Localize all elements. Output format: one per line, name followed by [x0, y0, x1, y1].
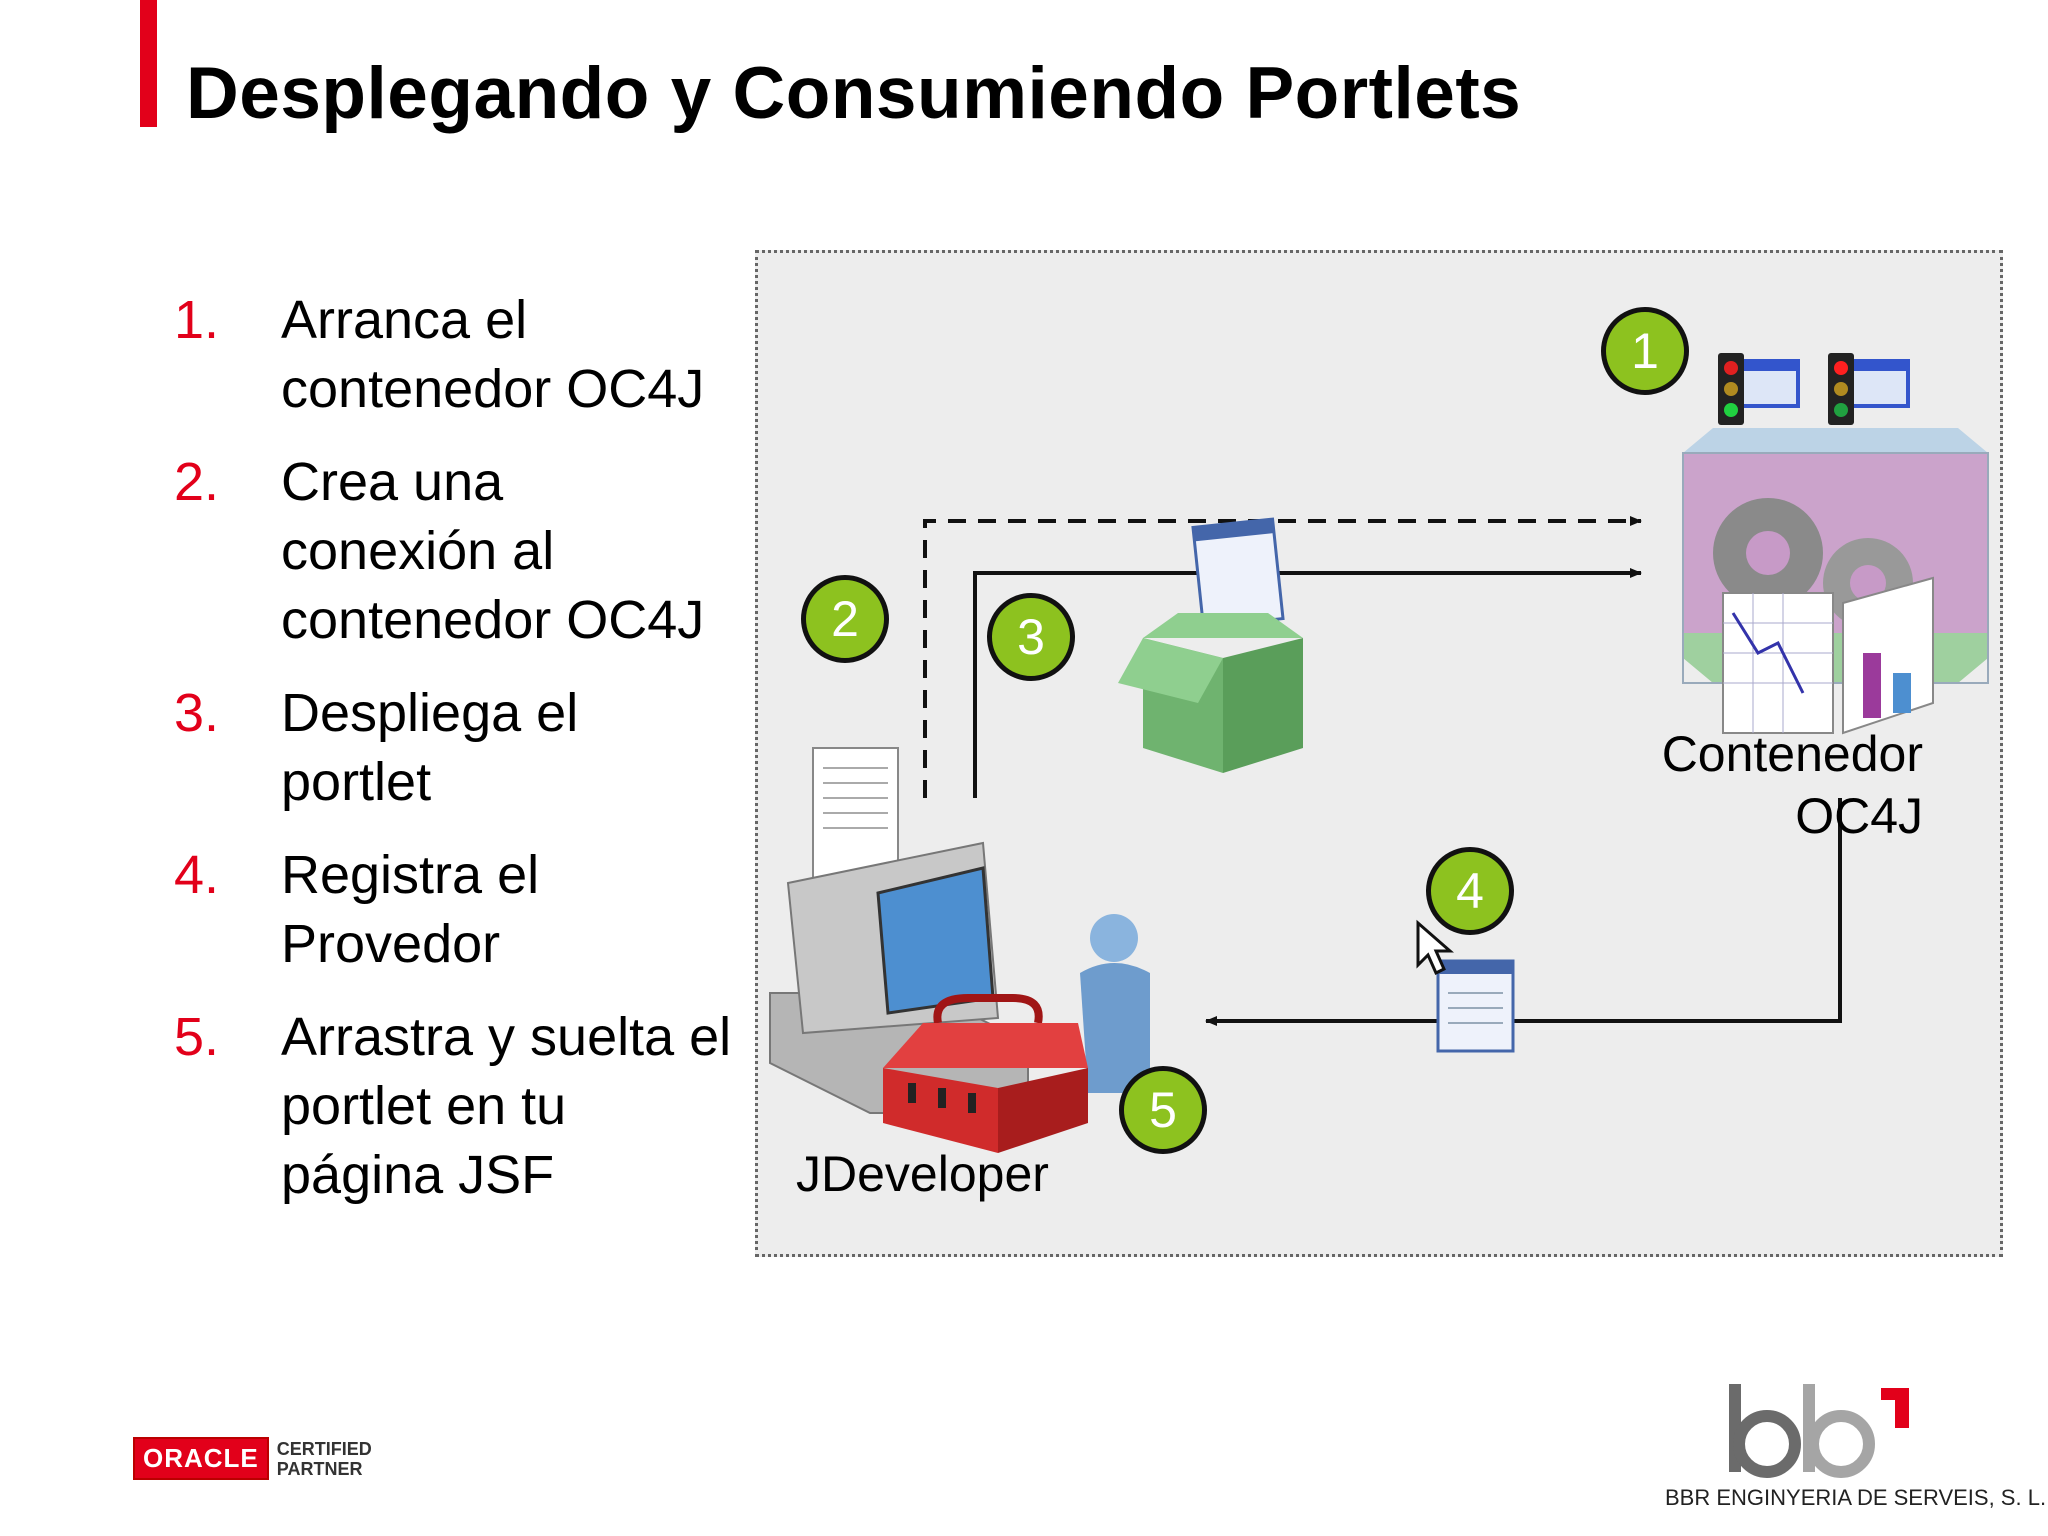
step-badge-5: 5: [1119, 1066, 1207, 1154]
step-number: 4.: [174, 845, 220, 905]
oracle-logo: ORACLE: [133, 1437, 269, 1480]
step-badge-4: 4: [1426, 847, 1514, 935]
step-badge-1: 1: [1601, 307, 1689, 395]
portlet-window-icon: [1436, 959, 1515, 1053]
step-item: 3. Despliega el portlet: [174, 679, 734, 817]
step-number: 5.: [174, 1007, 220, 1067]
step-item: 1. Arranca el contenedor OC4J: [174, 286, 734, 424]
toolbox-icon: [883, 994, 1088, 1153]
step-text: Despliega el portlet: [281, 683, 579, 812]
step-text: Crea una conexión al contenedor OC4J: [281, 452, 705, 650]
step-number: 2.: [174, 452, 220, 512]
step-item: 2. Crea una conexión al contenedor OC4J: [174, 448, 734, 655]
step-item: 4. Registra el Provedor: [174, 841, 734, 979]
title-accent-bar: [140, 0, 157, 127]
person-icon: [1080, 914, 1150, 1093]
register-arrow: [1205, 798, 1842, 1026]
step-number: 3.: [174, 683, 220, 743]
slide-title: Desplegando y Consumiendo Portlets: [186, 53, 1522, 134]
mouse-cursor-icon: [1416, 919, 1454, 976]
steps-list: 1. Arranca el contenedor OC4J 2. Crea un…: [174, 286, 734, 1234]
connection-arrow: [923, 516, 1642, 798]
container-label-line2: OC4J: [1795, 788, 1923, 844]
diagram-graphics: [769, 353, 1989, 1153]
oracle-partner-logo: ORACLE CERTIFIED PARTNER: [133, 1437, 372, 1480]
container-label-line1: Contenedor: [1661, 726, 1923, 782]
company-name: BBR ENGINYERIA DE SERVEIS, S. L.: [1665, 1485, 2047, 1510]
step-badge-2: 2: [801, 575, 889, 663]
oracle-certified-text: CERTIFIED PARTNER: [277, 1439, 372, 1479]
step-text: Arrastra y suelta el portlet en tu págin…: [281, 1007, 732, 1205]
step-text: Arranca el contenedor OC4J: [281, 290, 705, 419]
step-text: Registra el Provedor: [281, 845, 540, 974]
jdeveloper-label: JDeveloper: [796, 1146, 1049, 1202]
oracle-partner: PARTNER: [276, 1458, 363, 1479]
step-number: 1.: [174, 290, 220, 350]
container-label: Contenedor OC4J: [1448, 723, 1923, 847]
step-badge-3: 3: [987, 593, 1075, 681]
portlet-box-icon: [1118, 517, 1303, 773]
bbr-logo: [1729, 1384, 1909, 1478]
traffic-light-icon: [1718, 353, 1800, 425]
deploy-arrow: [973, 568, 1642, 798]
traffic-light-icon: [1828, 353, 1910, 425]
step-item: 5. Arrastra y suelta el portlet en tu pá…: [174, 1003, 734, 1210]
deployment-diagram: 1 2 3 4 5 Contenedor OC4J JDeveloper: [755, 250, 2003, 1257]
server-container-icon: [1682, 428, 1989, 735]
oracle-certified: CERTIFIED: [276, 1438, 372, 1459]
